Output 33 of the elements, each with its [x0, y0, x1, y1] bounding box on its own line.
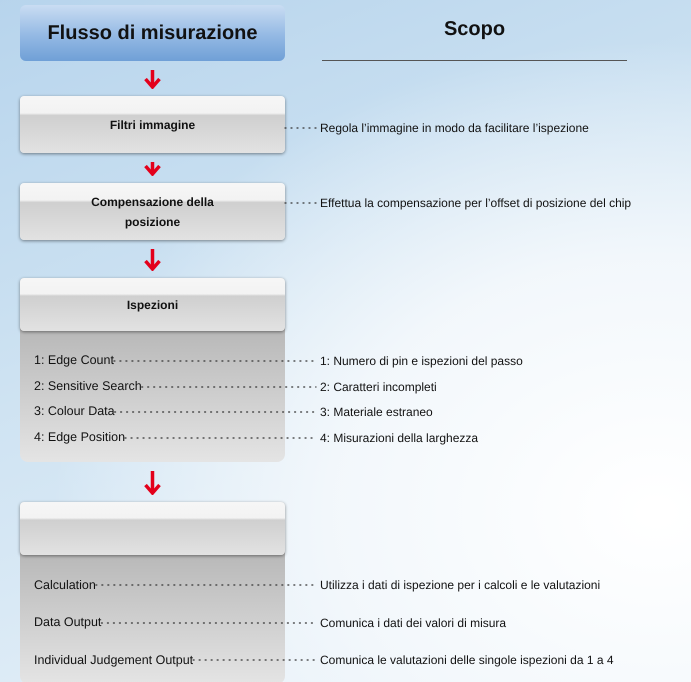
purpose-text: Comunica le valutazioni delle singole ispezioni da 1 a 4 [320, 651, 685, 669]
dotted-connector [114, 411, 317, 413]
flow-arrow [144, 162, 162, 176]
purpose-text: 4: Misurazioni della larghezza [320, 429, 685, 447]
purpose-text: Comunica i dati dei valori di misura [320, 614, 685, 632]
process-panel [20, 278, 285, 462]
panel-header: Ispezioni [20, 278, 285, 331]
step-item: Individual Judgement Output [34, 651, 194, 669]
dotted-connector [192, 659, 317, 661]
flow-arrow [144, 249, 162, 271]
purpose-text: Effettua la compensazione per l’offset di posizione del chip [320, 194, 685, 230]
step-item: 1: Edge Count [34, 351, 114, 369]
purpose-text: 2: Caratteri incompleti [320, 378, 685, 396]
step-item: Data Output [34, 613, 102, 631]
step-item: 4: Edge Position [34, 428, 126, 446]
dotted-connector [284, 127, 317, 129]
purpose-text: 3: Materiale estraneo [320, 403, 685, 421]
purpose-text: Utilizza i dati di ispezione per i calcoli e le valutazioni [320, 576, 685, 594]
process-panel [20, 502, 285, 682]
purpose-text: Regola l’immagine in modo da facilitare l’ispezione [320, 119, 685, 137]
step-item: 3: Colour Data [34, 402, 115, 420]
header-box: Flusso di misurazione [20, 5, 285, 61]
flow-arrow [144, 471, 162, 495]
flow-arrow [144, 70, 162, 89]
process-box: Compensazione della posizione [20, 183, 285, 240]
process-box: Filtri immagine [20, 96, 285, 153]
column-heading: Scopo [442, 18, 506, 41]
step-item: 2: Sensitive Search [34, 377, 142, 395]
panel-header [20, 502, 285, 555]
step-item: Calculation [34, 576, 96, 594]
dotted-connector [141, 386, 317, 388]
purpose-text: 1: Numero di pin e ispezioni del passo [320, 352, 685, 370]
dotted-connector [284, 202, 317, 204]
